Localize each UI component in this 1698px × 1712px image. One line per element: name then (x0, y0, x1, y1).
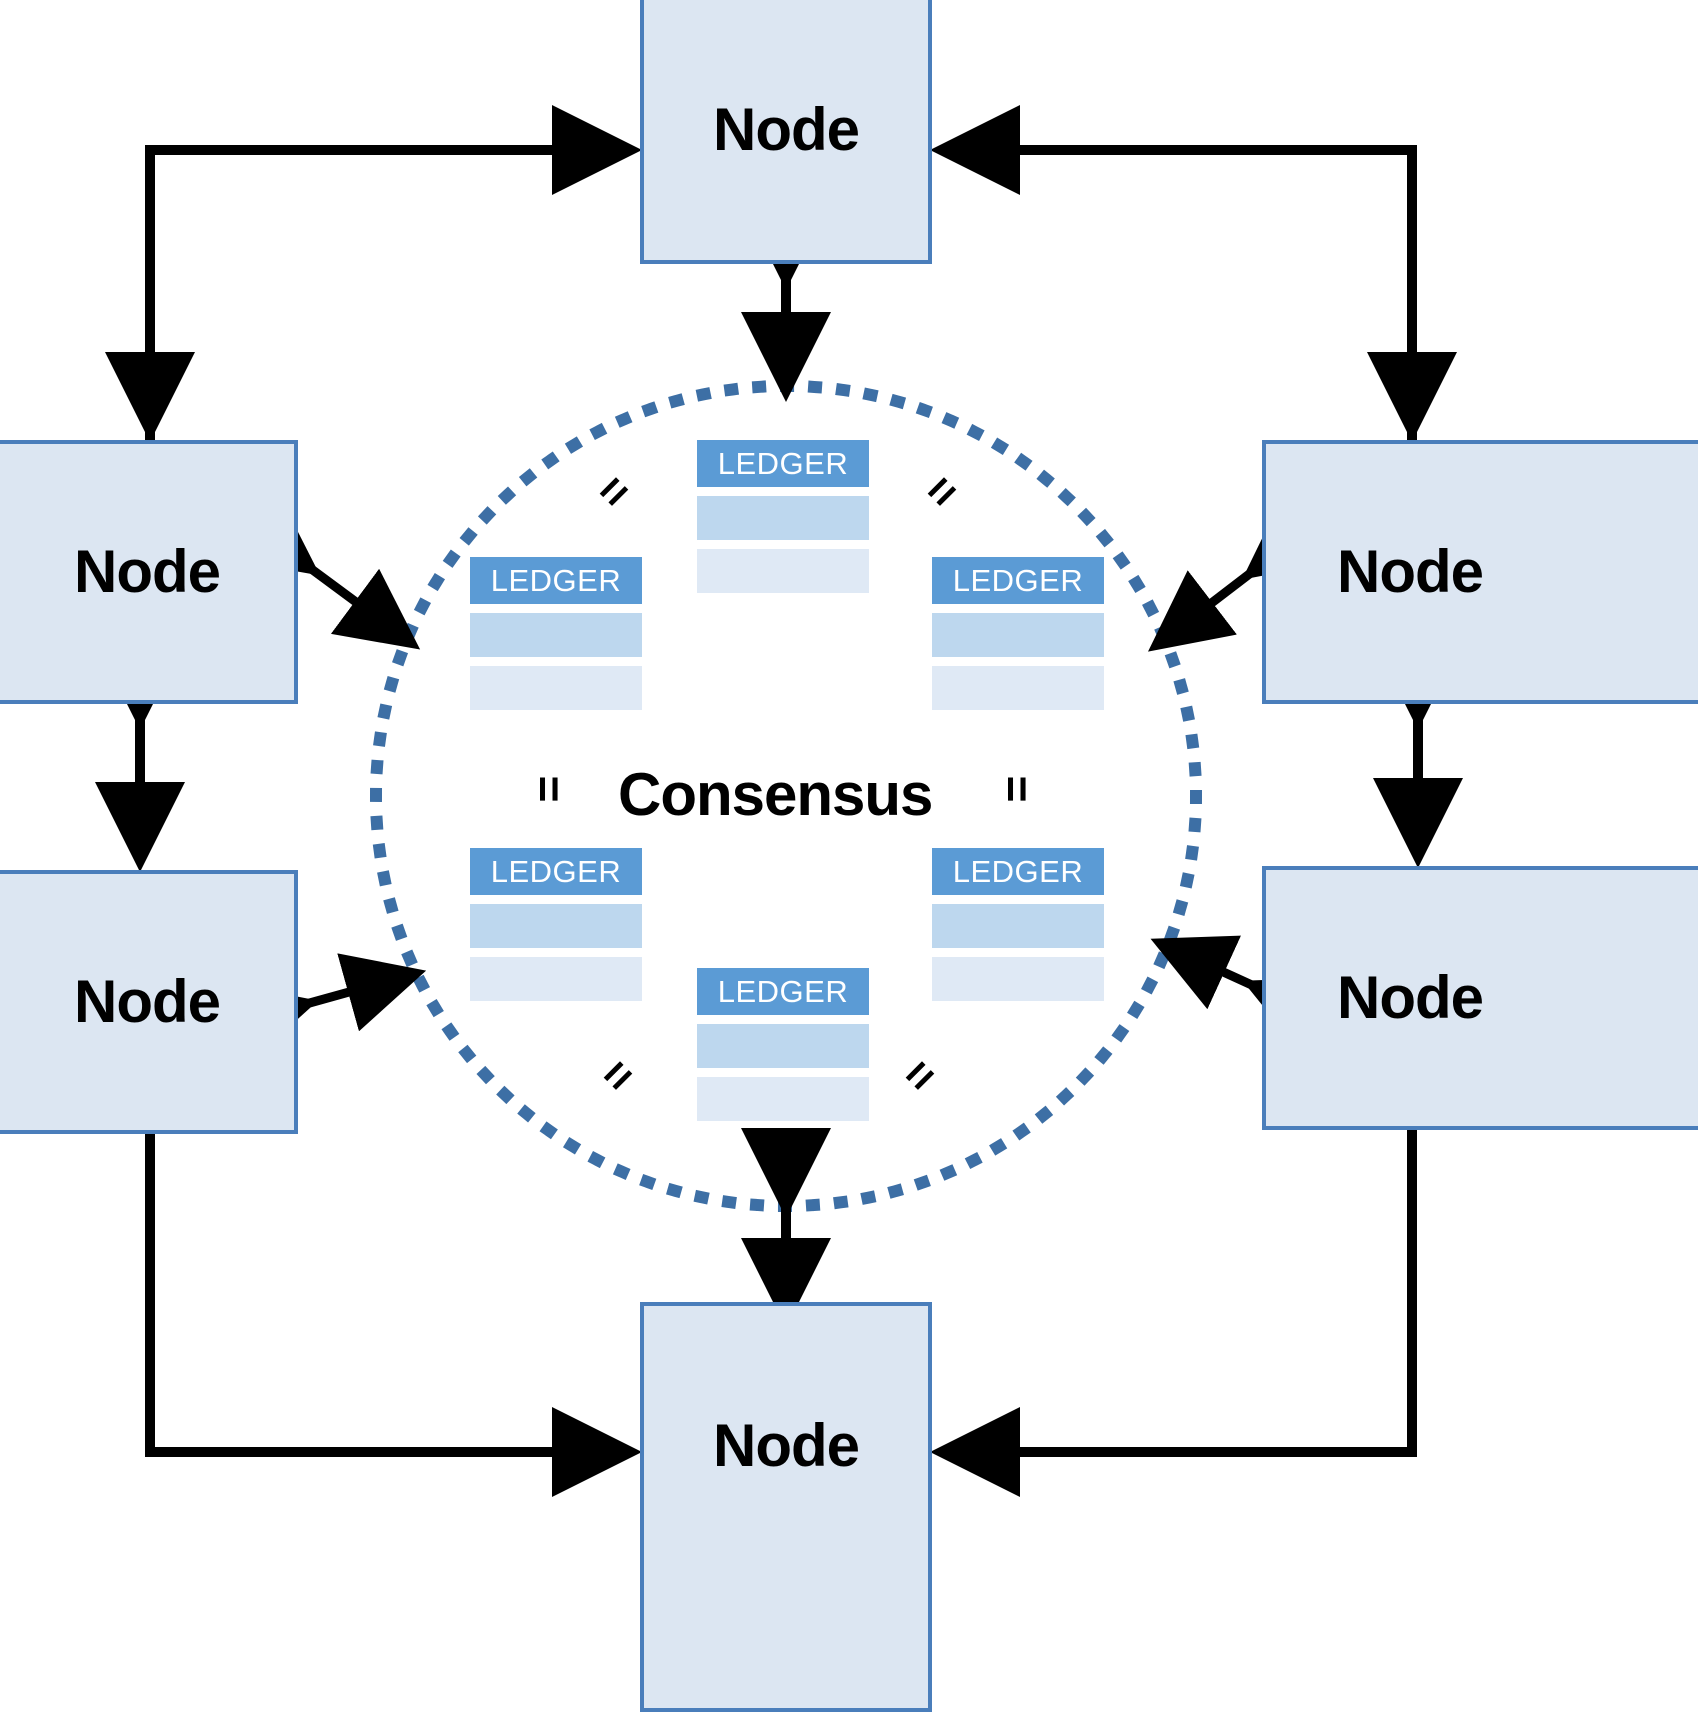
node-label: Node (713, 96, 860, 163)
connector-rightlower-to-bottom (929, 1130, 1417, 1497)
node-box-right-lower[interactable]: Node (1262, 866, 1698, 1130)
ledger-row (470, 957, 642, 1001)
ledger-stack-top[interactable]: LEDGER (697, 440, 869, 593)
ledger-row (932, 904, 1104, 948)
ledger-title: LEDGER (470, 557, 642, 604)
ledger-title: LEDGER (932, 557, 1104, 604)
node-box-bottom[interactable]: Node (640, 1302, 932, 1712)
node-box-left-lower[interactable]: Node (0, 870, 298, 1134)
ledger-row (470, 904, 642, 948)
connector-rightupper-to-circle (1147, 498, 1331, 652)
ledger-row (697, 1024, 869, 1068)
ledger-row (932, 613, 1104, 657)
connector-rightlower-to-circle (1150, 935, 1334, 1052)
ledger-stack-lower-right[interactable]: LEDGER (932, 848, 1104, 1001)
node-box-right-upper[interactable]: Node (1262, 440, 1698, 704)
node-box-top[interactable]: Node (640, 0, 932, 264)
ledger-stack-upper-left[interactable]: LEDGER (470, 557, 642, 710)
equals-icon-mid-left: = (523, 775, 576, 803)
ledger-title: LEDGER (470, 848, 642, 895)
ledger-row (697, 496, 869, 540)
equals-icon-mid-right: = (991, 775, 1044, 803)
ledger-row (932, 957, 1104, 1001)
connector-leftlower-to-circle (229, 953, 427, 1062)
node-label: Node (74, 968, 221, 1035)
node-label: Node (713, 1412, 860, 1479)
ledger-stack-upper-right[interactable]: LEDGER (932, 557, 1104, 710)
ledger-title: LEDGER (697, 440, 869, 487)
connector-leftlower-to-bottom (145, 1134, 643, 1497)
node-label: Node (74, 538, 221, 605)
ledger-stack-bottom[interactable]: LEDGER (697, 968, 869, 1121)
ledger-row (697, 549, 869, 593)
connector-rightupper-to-top (929, 105, 1417, 440)
ledger-stack-lower-left[interactable]: LEDGER (470, 848, 642, 1001)
ledger-title: LEDGER (697, 968, 869, 1015)
ledger-row (932, 666, 1104, 710)
ledger-title: LEDGER (932, 848, 1104, 895)
connector-leftupper-to-circle (230, 494, 421, 650)
ledger-row (697, 1077, 869, 1121)
node-label: Node (1337, 538, 1484, 605)
node-label: Node (1337, 964, 1484, 1031)
ledger-row (470, 666, 642, 710)
node-box-left-upper[interactable]: Node (0, 440, 298, 704)
ledger-row (470, 613, 642, 657)
consensus-label: Consensus (618, 761, 933, 828)
connector-leftupper-to-top (145, 105, 643, 440)
